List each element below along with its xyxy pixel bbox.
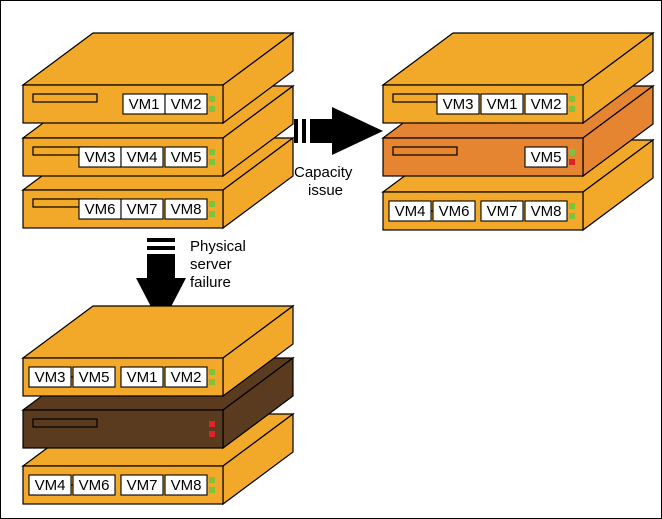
vm-label: VM2 xyxy=(531,96,562,113)
capacity-label-line-2: issue xyxy=(308,182,343,199)
capacity-arrow xyxy=(294,107,383,155)
vm-label: VM4 xyxy=(395,203,426,220)
capacity-label-line-1: Capacity xyxy=(294,164,353,181)
status-led-green xyxy=(209,211,215,217)
vm-label: VM7 xyxy=(487,203,518,220)
failure-label-line-2: server xyxy=(190,256,232,273)
vm-label: VM8 xyxy=(531,203,562,220)
status-led-green xyxy=(209,149,215,155)
status-led-green xyxy=(209,379,215,385)
status-led-red xyxy=(209,431,215,437)
vm-label: VM7 xyxy=(127,201,158,218)
status-led-green xyxy=(569,149,575,155)
status-led-green xyxy=(569,96,575,102)
status-led-green xyxy=(569,106,575,112)
vm-label: VM4 xyxy=(127,149,158,166)
vm-label: VM7 xyxy=(127,477,158,494)
status-led-green xyxy=(209,201,215,207)
vm-label: VM2 xyxy=(171,96,202,113)
vm-label: VM3 xyxy=(85,149,116,166)
status-led-green xyxy=(569,203,575,209)
status-led-green xyxy=(209,487,215,493)
vm-label: VM2 xyxy=(171,369,202,386)
vm-label: VM6 xyxy=(85,201,116,218)
vm-label: VM1 xyxy=(129,96,160,113)
vm-label: VM5 xyxy=(171,149,202,166)
vm-label: VM5 xyxy=(79,369,110,386)
status-led-green xyxy=(209,96,215,102)
failure-label-line-1: Physical xyxy=(190,238,246,255)
status-led-red xyxy=(569,159,575,165)
vm-label: VM1 xyxy=(127,369,158,386)
vm-label: VM1 xyxy=(487,96,518,113)
vm-label: VM3 xyxy=(443,96,474,113)
status-led-green xyxy=(209,106,215,112)
vm-label: VM6 xyxy=(79,477,110,494)
vm-label: VM3 xyxy=(35,369,66,386)
vm-label: VM4 xyxy=(35,477,66,494)
vm-label: VM5 xyxy=(531,149,562,166)
vm-label: VM8 xyxy=(171,201,202,218)
vm-label: VM6 xyxy=(439,203,470,220)
status-led-green xyxy=(209,477,215,483)
status-led-green xyxy=(209,159,215,165)
vm-label: VM8 xyxy=(171,477,202,494)
status-led-red xyxy=(209,421,215,427)
status-led-green xyxy=(209,369,215,375)
status-led-green xyxy=(569,213,575,219)
server-front-face xyxy=(23,410,223,448)
failure-label-line-3: failure xyxy=(190,274,231,291)
